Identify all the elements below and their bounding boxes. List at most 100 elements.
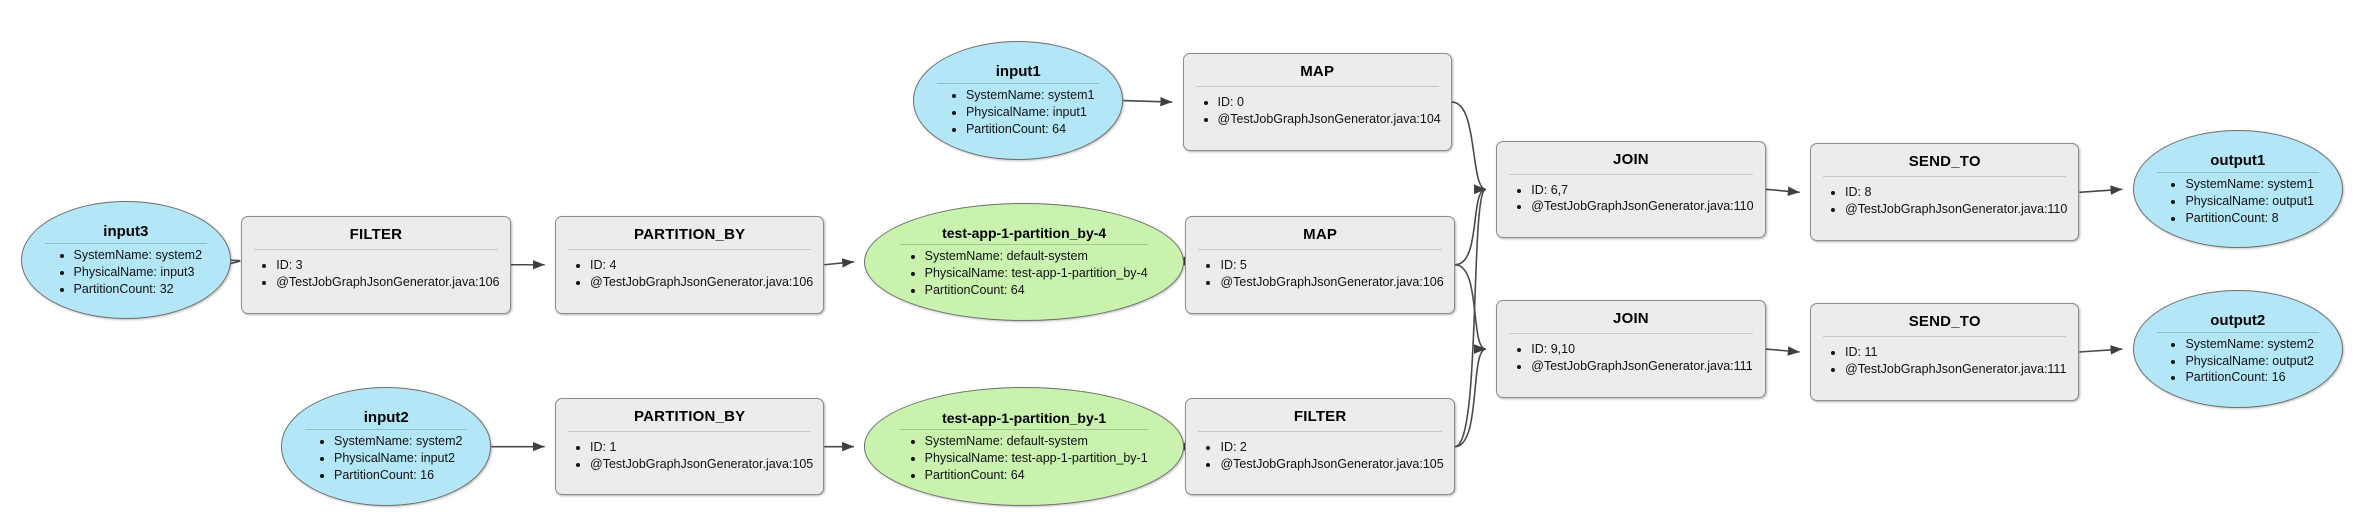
node-divider: [900, 428, 1149, 430]
node-property: PartitionCount: 8: [2185, 210, 2314, 227]
node-property: ID: 1: [590, 439, 813, 456]
node-divider: [1509, 333, 1753, 335]
graph-node-input3[interactable]: input3SystemName: system2PhysicalName: i…: [20, 201, 231, 320]
node-property-list: SystemName: system2PhysicalName: output2…: [2161, 336, 2314, 387]
node-title: SEND_TO: [1908, 153, 1981, 171]
node-title: input2: [363, 409, 409, 427]
graph-node-input1[interactable]: input1SystemName: system1PhysicalName: i…: [913, 41, 1124, 160]
graph-edge-send_to8-to-output1: [2079, 185, 2122, 195]
node-title: FILTER: [1293, 407, 1347, 425]
node-property-list: ID: 9,10@TestJobGraphJsonGenerator.java:…: [1497, 334, 1764, 383]
graph-edge-map5-to-join67: [1455, 184, 1486, 264]
node-divider: [1509, 173, 1753, 175]
node-property: PartitionCount: 64: [966, 121, 1095, 138]
node-property: PartitionCount: 16: [334, 467, 463, 484]
graph-node-partition_by4[interactable]: PARTITION_BYID: 4@TestJobGraphJsonGenera…: [555, 215, 825, 314]
node-property-list: ID: 5@TestJobGraphJsonGenerator.java:106: [1186, 250, 1453, 299]
node-title: input1: [995, 63, 1041, 81]
node-property: @TestJobGraphJsonGenerator.java:106: [1220, 274, 1443, 291]
node-divider: [568, 430, 812, 432]
graph-node-join67[interactable]: JOIN ID: 6,7@TestJobGraphJsonGenerator.ja…: [1496, 140, 1766, 239]
node-property-list: SystemName: system2PhysicalName: input2P…: [310, 433, 463, 484]
node-property-list: ID: 4@TestJobGraphJsonGenerator.java:106: [556, 250, 823, 299]
node-property-list: SystemName: system1PhysicalName: input1P…: [942, 87, 1095, 138]
node-title: test-app-1-partition_by-1: [942, 409, 1107, 426]
node-divider: [1823, 176, 2067, 178]
graph-node-test-app-1-partition_by-1[interactable]: test-app-1-partition_by-1SystemName: def…: [864, 387, 1184, 506]
node-title: FILTER: [349, 225, 403, 243]
node-property-list: ID: 3@TestJobGraphJsonGenerator.java:106: [242, 250, 509, 299]
node-property: PhysicalName: input1: [966, 104, 1095, 121]
node-property: SystemName: system1: [966, 87, 1095, 104]
node-property: @TestJobGraphJsonGenerator.java:105: [590, 456, 813, 473]
node-property: PhysicalName: input2: [334, 450, 463, 467]
node-title: JOIN: [1613, 310, 1649, 328]
node-property: PartitionCount: 64: [925, 467, 1148, 484]
node-property: @TestJobGraphJsonGenerator.java:110: [1531, 198, 1754, 215]
node-property: ID: 2: [1220, 439, 1443, 456]
graph-node-output2[interactable]: output2SystemName: system2PhysicalName: …: [2132, 289, 2343, 409]
node-property-list: ID: 0@TestJobGraphJsonGenerator.java:104: [1184, 87, 1451, 136]
node-title: output2: [2210, 311, 2266, 329]
graph-edge-map0-to-join67: [1452, 102, 1486, 194]
node-property-list: ID: 1@TestJobGraphJsonGenerator.java:105: [556, 432, 823, 481]
node-property: @TestJobGraphJsonGenerator.java:104: [1218, 111, 1441, 128]
node-property: SystemName: default-system: [925, 433, 1148, 450]
node-divider: [305, 429, 468, 431]
node-property: SystemName: system2: [74, 247, 203, 264]
node-title: MAP: [1300, 63, 1335, 81]
node-divider: [1823, 336, 2067, 338]
node-property-list: ID: 6,7@TestJobGraphJsonGenerator.java:1…: [1497, 175, 1764, 224]
node-property-list: SystemName: system1PhysicalName: output1…: [2161, 176, 2314, 227]
node-property: @TestJobGraphJsonGenerator.java:111: [1531, 358, 1754, 375]
node-property: SystemName: system2: [2185, 336, 2314, 353]
node-property-list: SystemName: default-systemPhysicalName: …: [901, 433, 1148, 484]
graph-node-test-app-1-partition_by-4[interactable]: test-app-1-partition_by-4SystemName: def…: [864, 202, 1184, 321]
graph-edge-filter2-to-join67: [1455, 184, 1486, 446]
node-divider: [568, 248, 812, 250]
node-title: MAP: [1303, 225, 1338, 243]
graph-edge-send_to11-to-output2: [2079, 345, 2122, 355]
node-property: @TestJobGraphJsonGenerator.java:110: [1845, 201, 2068, 218]
node-title: PARTITION_BY: [634, 407, 746, 425]
node-property: ID: 5: [1220, 257, 1443, 274]
graph-node-partition_by1[interactable]: PARTITION_BY ID: 1@TestJobGraphJsonGenera…: [555, 397, 825, 496]
graph-edge-partition_by4-to-test-app-1-partition_by-4: [824, 258, 854, 268]
node-property-list: ID: 8@TestJobGraphJsonGenerator.java:110: [1811, 177, 2078, 226]
graph-node-filter2[interactable]: FILTER ID: 2@TestJobGraphJsonGenerator.ja…: [1185, 397, 1455, 496]
graph-edge-input1-to-map0: [1123, 96, 1172, 107]
node-property: ID: 0: [1218, 94, 1441, 111]
node-divider: [900, 243, 1149, 245]
node-property-list: ID: 2@TestJobGraphJsonGenerator.java:105: [1186, 432, 1453, 481]
node-title: input3: [103, 222, 149, 240]
graph-node-join910[interactable]: JOIN ID: 9,10@TestJobGraphJsonGenerator.j…: [1496, 300, 1766, 398]
node-title: test-app-1-partition_by-4: [942, 224, 1107, 241]
graph-node-map0[interactable]: MAP ID: 0@TestJobGraphJsonGenerator.java:…: [1182, 53, 1452, 151]
node-property: ID: 6,7: [1531, 182, 1754, 199]
graph-node-send_to11[interactable]: SEND_TO ID: 11@TestJobGraphJsonGenerator.…: [1810, 303, 2080, 401]
graph-edge-map5-to-join910: [1455, 265, 1486, 354]
node-title: SEND_TO: [1908, 313, 1981, 331]
graph-node-map5[interactable]: MAP ID: 5@TestJobGraphJsonGenerator.java:…: [1185, 215, 1455, 314]
node-property: PhysicalName: output1: [2185, 193, 2314, 210]
node-divider: [254, 248, 498, 250]
node-property: PartitionCount: 64: [925, 282, 1148, 299]
node-title: JOIN: [1613, 150, 1649, 168]
node-divider: [44, 242, 207, 244]
node-property: ID: 11: [1845, 344, 2068, 361]
node-property: @TestJobGraphJsonGenerator.java:106: [590, 274, 813, 291]
graph-node-filter3[interactable]: FILTER ID: 3@TestJobGraphJsonGenerator.ja…: [241, 215, 511, 314]
node-divider: [937, 83, 1100, 85]
node-title: output1: [2210, 151, 2266, 169]
node-property-list: SystemName: system2PhysicalName: input3P…: [50, 247, 203, 298]
node-property-list: ID: 11@TestJobGraphJsonGenerator.java:11…: [1811, 337, 2078, 386]
node-divider: [1198, 248, 1442, 250]
graph-node-send_to8[interactable]: SEND_TO ID: 8@TestJobGraphJsonGenerator.j…: [1810, 143, 2080, 242]
node-property: SystemName: system2: [334, 433, 463, 450]
node-property: @TestJobGraphJsonGenerator.java:105: [1220, 456, 1443, 473]
graph-node-output1[interactable]: output1SystemName: system1PhysicalName: …: [2132, 130, 2343, 249]
graph-node-input2[interactable]: input2SystemName: system2PhysicalName: i…: [281, 387, 492, 506]
node-property: @TestJobGraphJsonGenerator.java:111: [1845, 361, 2068, 378]
node-divider: [1195, 86, 1439, 88]
